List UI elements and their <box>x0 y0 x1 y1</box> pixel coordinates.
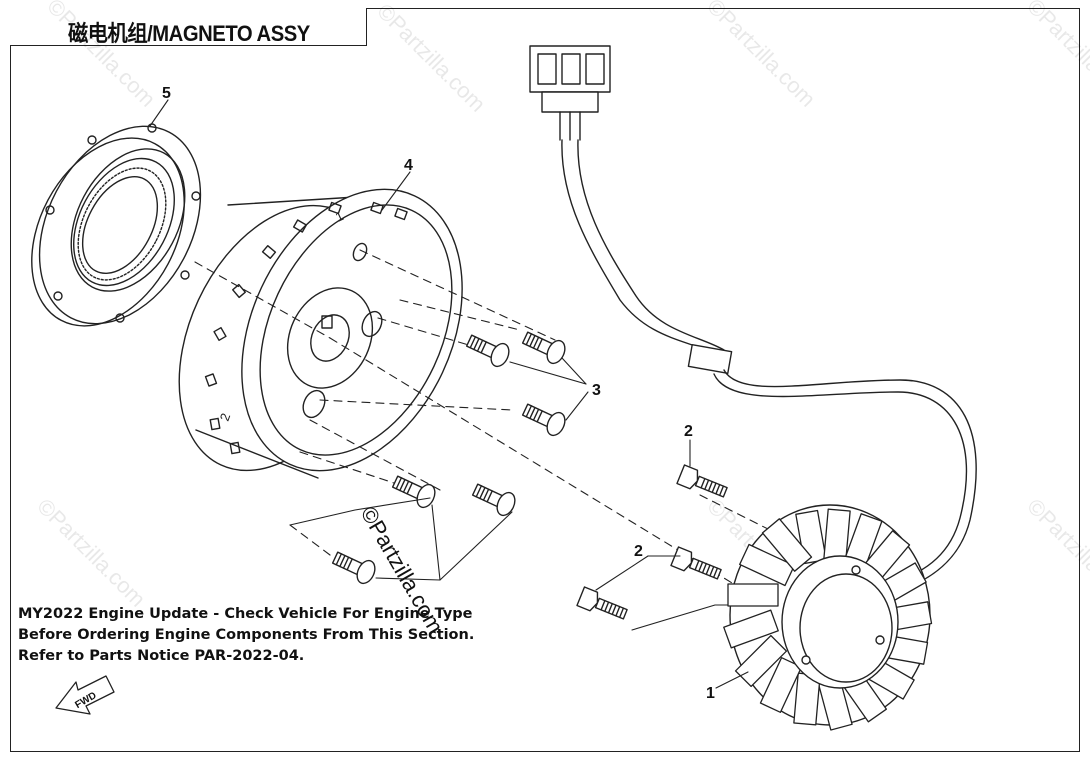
leader-line-4 <box>381 171 411 211</box>
callout-5: 5 <box>162 85 171 102</box>
leader-line-1 <box>715 671 749 689</box>
bolt-group-3 <box>331 331 566 585</box>
leader-lines-3 <box>289 357 589 581</box>
rotor-marking: 2 <box>217 411 234 423</box>
wire-harness <box>529 45 977 591</box>
one-way-clutch-part <box>31 123 202 327</box>
assembly-lines <box>194 249 791 601</box>
stator-part <box>723 504 933 731</box>
callout-3: 3 <box>592 382 601 399</box>
diagram-frame <box>10 8 1080 752</box>
notice-line: MY2022 Engine Update - Check Vehicle For… <box>18 606 473 622</box>
flywheel-rotor-part <box>178 188 463 479</box>
page-title: 磁电机组/MAGNETO ASSY <box>68 21 310 46</box>
callout-2: 2 <box>634 543 643 560</box>
callout-4: 4 <box>404 157 413 174</box>
leader-line-5 <box>149 99 169 127</box>
notice-line: Refer to Parts Notice PAR-2022-04. <box>18 648 305 664</box>
title-box: 磁电机组/MAGNETO ASSY <box>10 8 367 46</box>
leader-lines-2 <box>595 439 741 631</box>
callout-1: 1 <box>706 685 715 702</box>
bolt-group-2 <box>576 464 728 620</box>
fwd-arrow-icon <box>55 675 115 715</box>
callout-2: 2 <box>684 423 693 440</box>
notice-line: Before Ordering Engine Components From T… <box>18 627 475 643</box>
engine-update-notice: MY2022 Engine Update - Check Vehicle For… <box>18 604 474 667</box>
